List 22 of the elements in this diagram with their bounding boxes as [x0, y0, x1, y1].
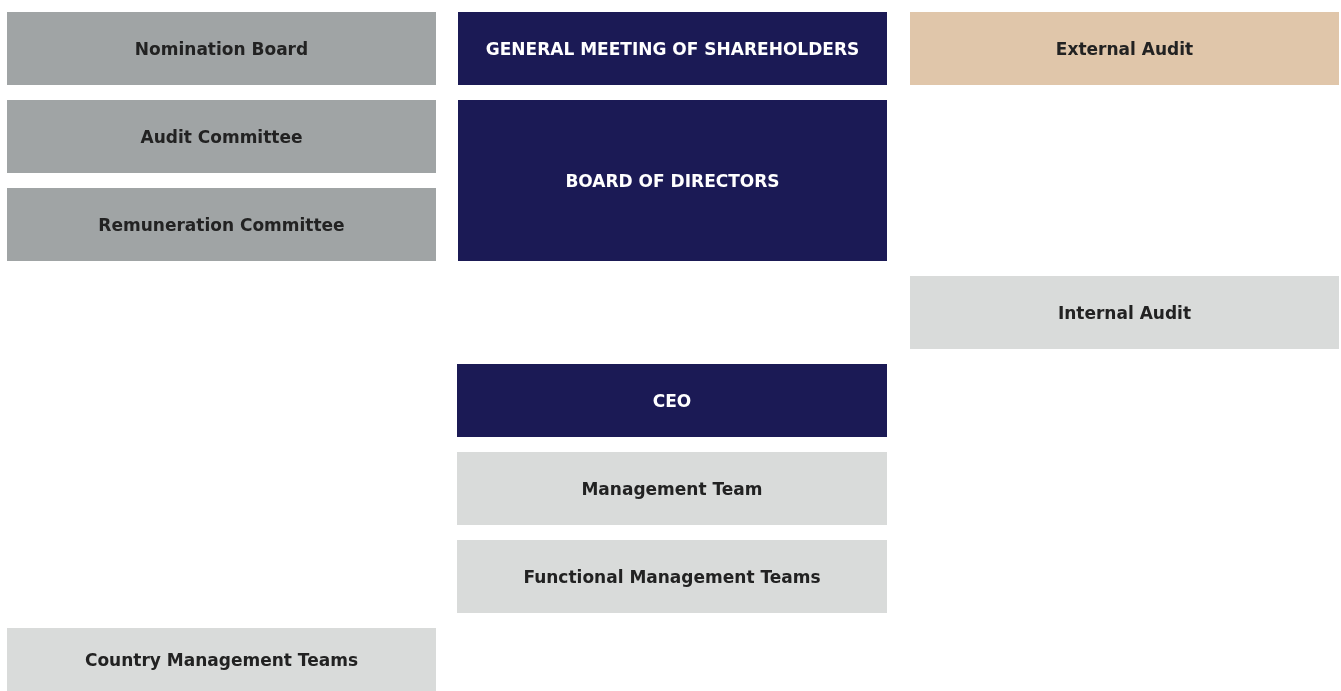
box-label: Functional Management Teams: [523, 566, 821, 587]
box-label: GENERAL MEETING OF SHAREHOLDERS: [485, 38, 860, 59]
org-box: [7, 628, 436, 691]
org-box: [458, 100, 887, 261]
org-box: [7, 12, 436, 85]
box-label: Nomination Board: [134, 38, 309, 59]
box-label: BOARD OF DIRECTORS: [565, 170, 780, 191]
box-label: Management Team: [581, 478, 763, 499]
box-label: Remuneration Committee: [98, 214, 345, 235]
org-box: [910, 276, 1339, 349]
org-box: [458, 12, 887, 85]
org-box: [7, 188, 436, 261]
org-box: [457, 364, 887, 437]
org-box: [457, 452, 887, 525]
org-box: [457, 540, 887, 613]
box-label: Internal Audit: [1057, 302, 1192, 323]
box-label: Country Management Teams: [84, 649, 359, 670]
box-label: Audit Committee: [140, 126, 303, 147]
org-box: [7, 100, 436, 173]
box-label: CEO: [652, 390, 692, 411]
org-box: [910, 12, 1339, 85]
box-label: External Audit: [1055, 38, 1194, 59]
